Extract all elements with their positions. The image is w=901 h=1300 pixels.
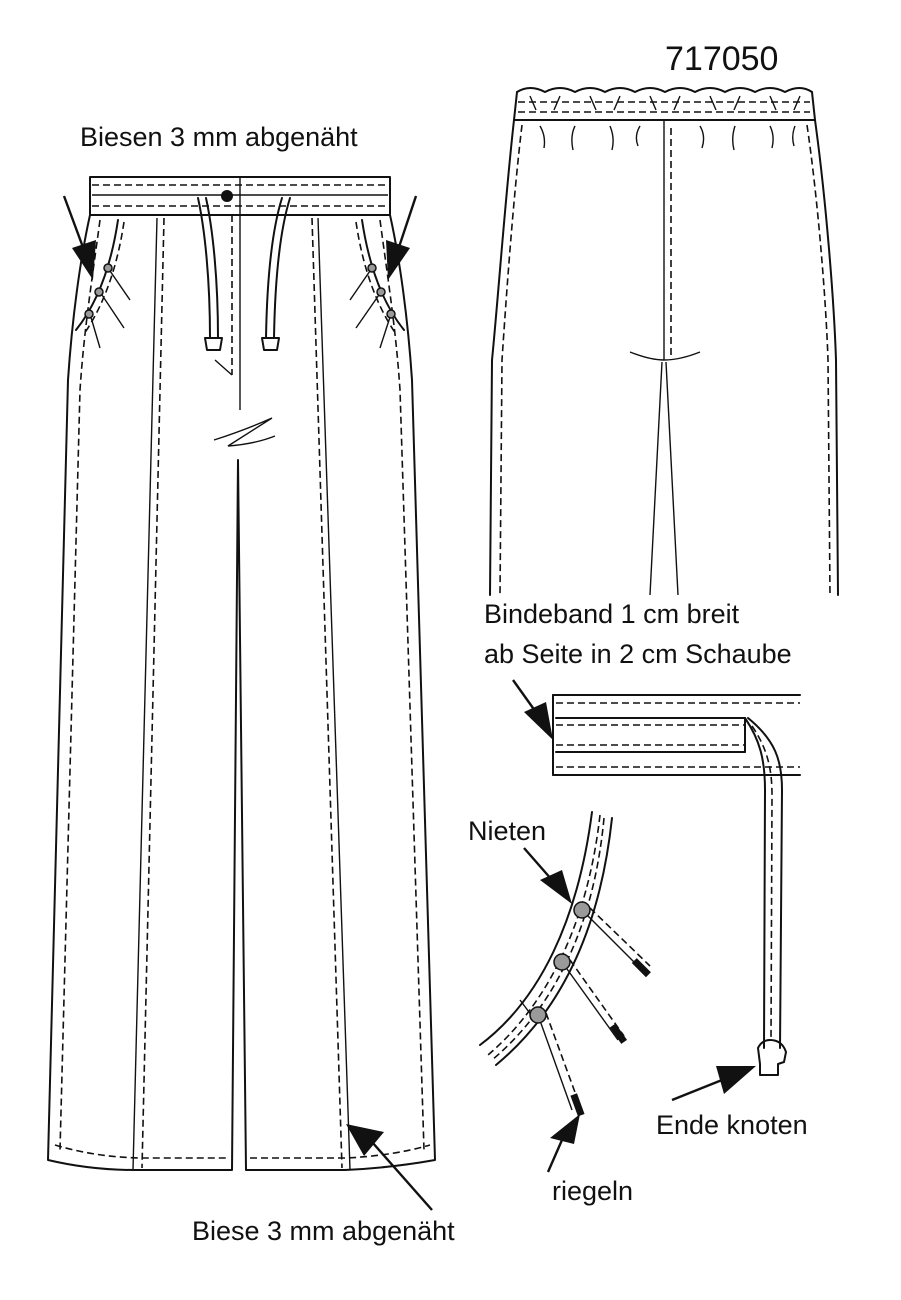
label-tie-band-line1: Bindeband 1 cm breit [484,599,740,629]
right-pocket [349,219,405,349]
front-drawstrings [197,197,291,351]
front-waistband [89,176,391,216]
label-pleat-bottom: Biese 3 mm abgenäht [192,1216,455,1246]
tie-band-detail [512,679,801,1102]
front-view-trousers [47,176,436,1211]
hem-pleat-arrow [346,1124,433,1211]
pocket-arrow-right [386,195,418,280]
label-bartack: riegeln [552,1176,633,1206]
pocket-arrow-left [62,195,96,280]
band-end-knot [757,1039,787,1076]
label-end-knot: Ende knoten [656,1110,808,1140]
rivet [367,263,377,273]
rivet [103,263,113,273]
back-trouser-outline [489,119,515,596]
label-tie-band-line2: ab Seite in 2 cm Schaube [484,639,792,669]
rivet [386,309,396,319]
rivet [84,309,94,319]
label-rivets: Nieten [468,816,546,846]
rivet [376,287,386,297]
rivet-detail [479,811,651,1173]
rivet [573,901,591,919]
rivet [529,1006,547,1024]
left-pocket [75,219,131,349]
back-view-trousers [489,87,839,596]
rivet [553,953,571,971]
waistband-button [221,190,233,202]
label-pleats-top: Biesen 3 mm abgenäht [80,122,358,152]
model-number: 717050 [665,40,778,78]
rivet [94,287,104,297]
front-trouser-outline [47,214,436,1171]
fly-zigzag [213,417,276,447]
